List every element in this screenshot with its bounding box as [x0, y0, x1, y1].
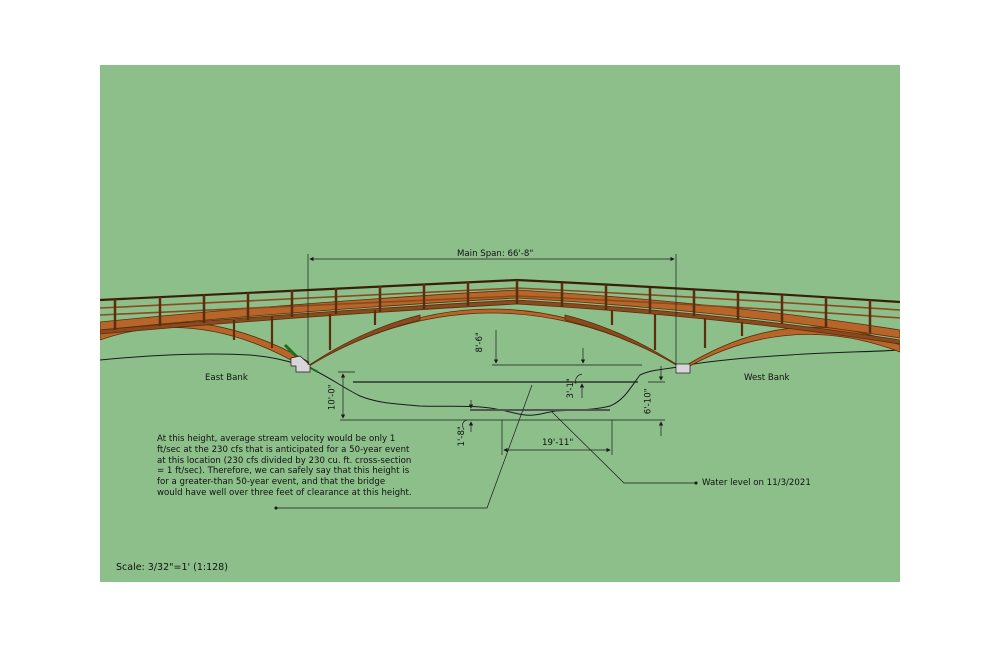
- main-span-label: Main Span: 66'-8": [457, 249, 534, 259]
- west-footing: [675, 363, 691, 374]
- dim-deck-clearance: 8'-6": [474, 332, 485, 353]
- dim-channel-width: 19'-11": [542, 438, 574, 448]
- scale-label: Scale: 3/32"=1' (1:128): [116, 562, 228, 573]
- dim-flood-gap: 3'-1": [565, 378, 576, 399]
- dim-water-depth: 1'-8": [456, 426, 467, 447]
- flood-analysis-note: At this height, average stream velocity …: [157, 434, 412, 498]
- dim-west-bank-depth: 6'-10": [643, 388, 654, 415]
- bridge-structure: [100, 278, 900, 373]
- main-span-dimension: [307, 254, 677, 365]
- east-footing: [290, 355, 311, 373]
- west-bank-label: West Bank: [744, 373, 790, 383]
- dim-bank-to-bottom: 10'-0": [327, 384, 338, 411]
- east-bank-label: East Bank: [205, 373, 248, 383]
- water-level-label: Water level on 11/3/2021: [702, 478, 811, 488]
